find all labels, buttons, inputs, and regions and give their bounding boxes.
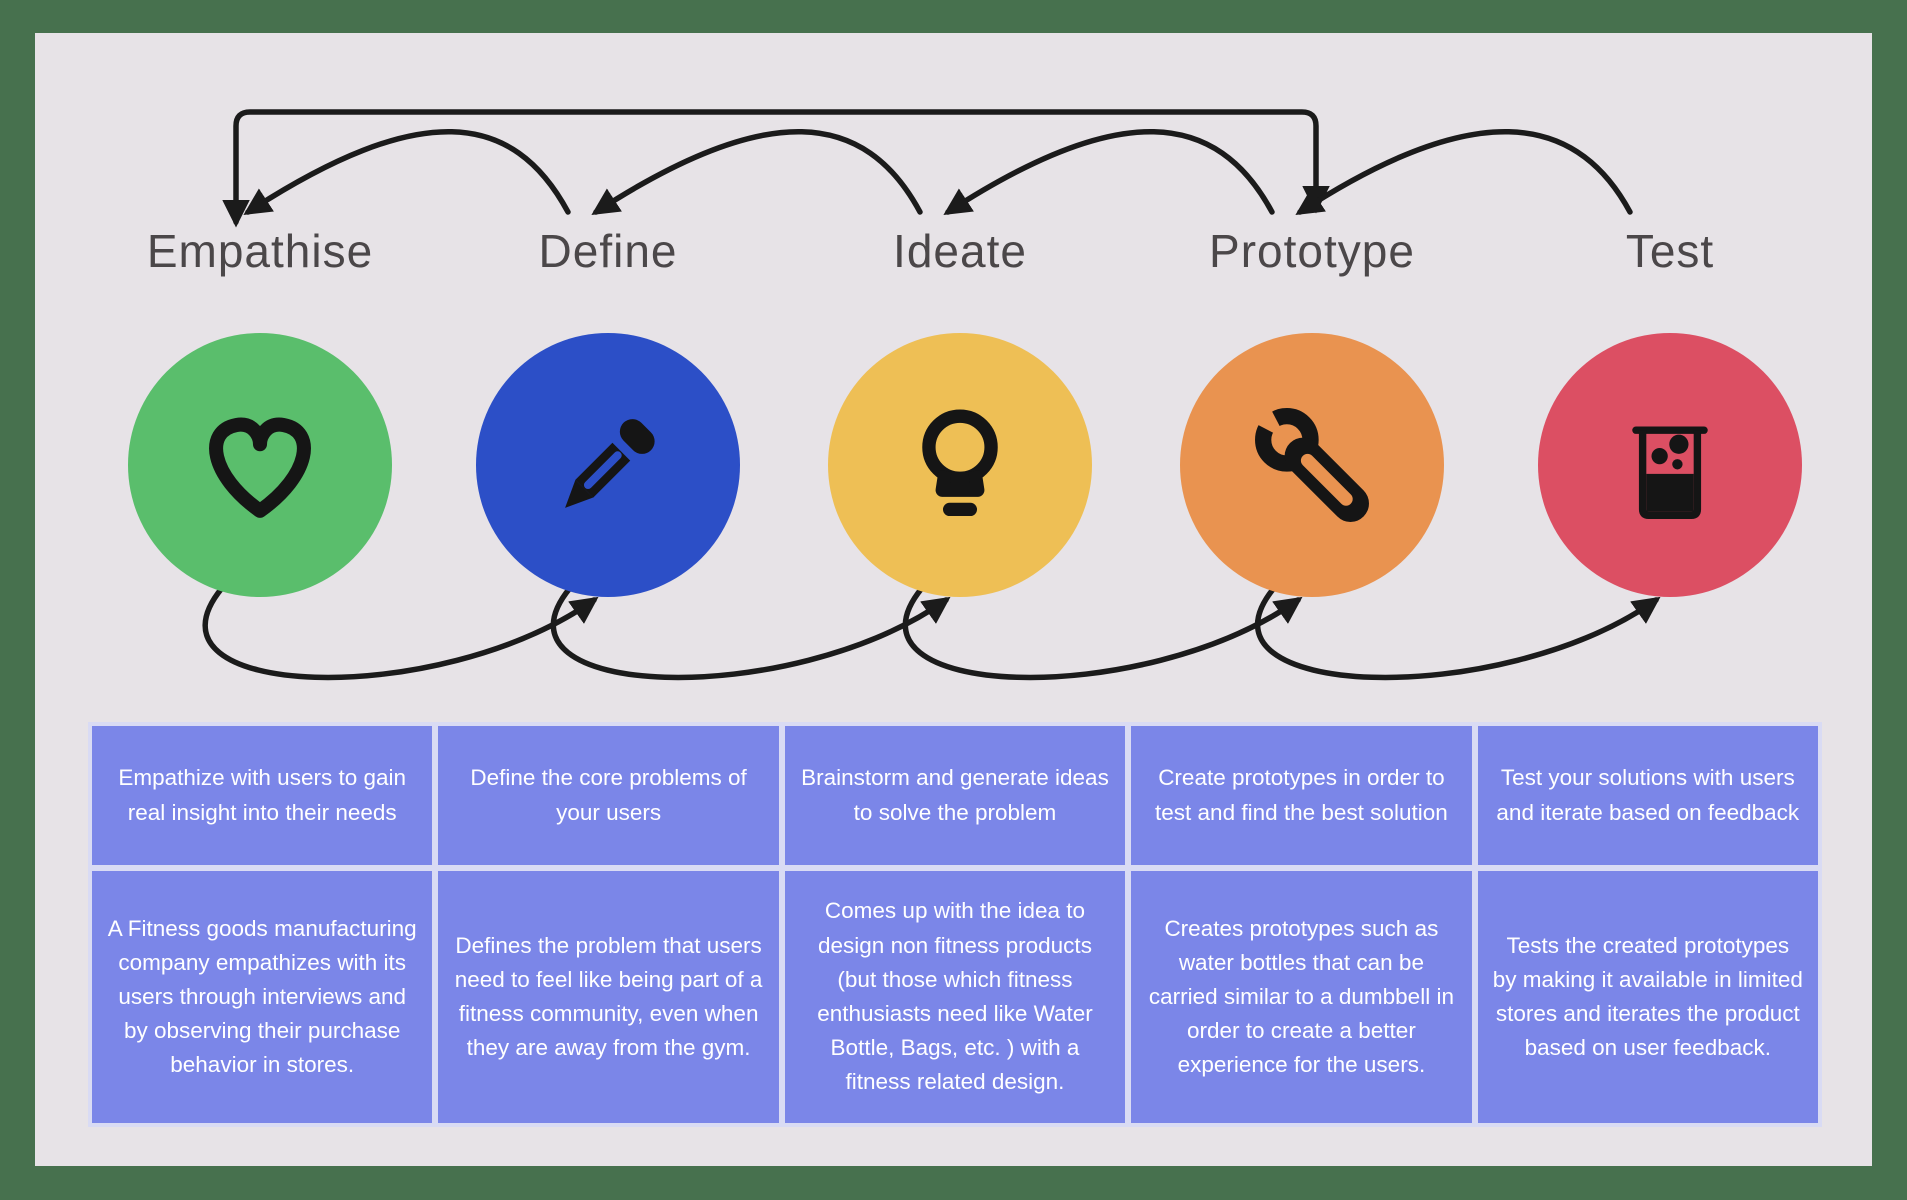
stage-title-ideate: Ideate [893,225,1027,277]
lightbulb-icon [922,409,998,517]
summary-cell-define: Define the core problems of your users [438,726,779,865]
example-cell-prototype: Creates prototypes such as water bottles… [1131,871,1472,1123]
summary-cell-ideate: Brainstorm and generate ideas to solve t… [784,726,1126,865]
example-cell-empathise: A Fitness goods manufacturing company em… [92,871,433,1123]
stage-title-test: Test [1625,225,1715,277]
stage-description-table: Empathize with users to gain real insigh… [88,722,1822,1127]
test-circle [1538,333,1802,597]
heart-icon [209,417,311,518]
stage-title-define: Define [538,225,678,277]
prototype-circle [1180,333,1444,597]
define-circle [476,333,740,597]
flask-icon [1632,426,1708,520]
wrench-icon [1249,402,1369,522]
stage-title-prototype: Prototype [1209,225,1415,277]
summary-cell-prototype: Create prototypes in order to test and f… [1131,726,1472,865]
summary-cell-empathise: Empathize with users to gain real insigh… [92,726,433,865]
stage-title-empathise: Empathise [146,225,374,277]
summary-cell-test: Test your solutions with users and itera… [1477,726,1818,865]
example-cell-define: Defines the problem that users need to f… [438,871,779,1123]
ideate-circle [828,333,1092,597]
empathise-circle [128,333,392,597]
example-cell-ideate: Comes up with the idea to design non fit… [784,871,1126,1123]
example-cell-test: Tests the created prototypes by making i… [1477,871,1818,1123]
pencil-icon [565,419,655,508]
